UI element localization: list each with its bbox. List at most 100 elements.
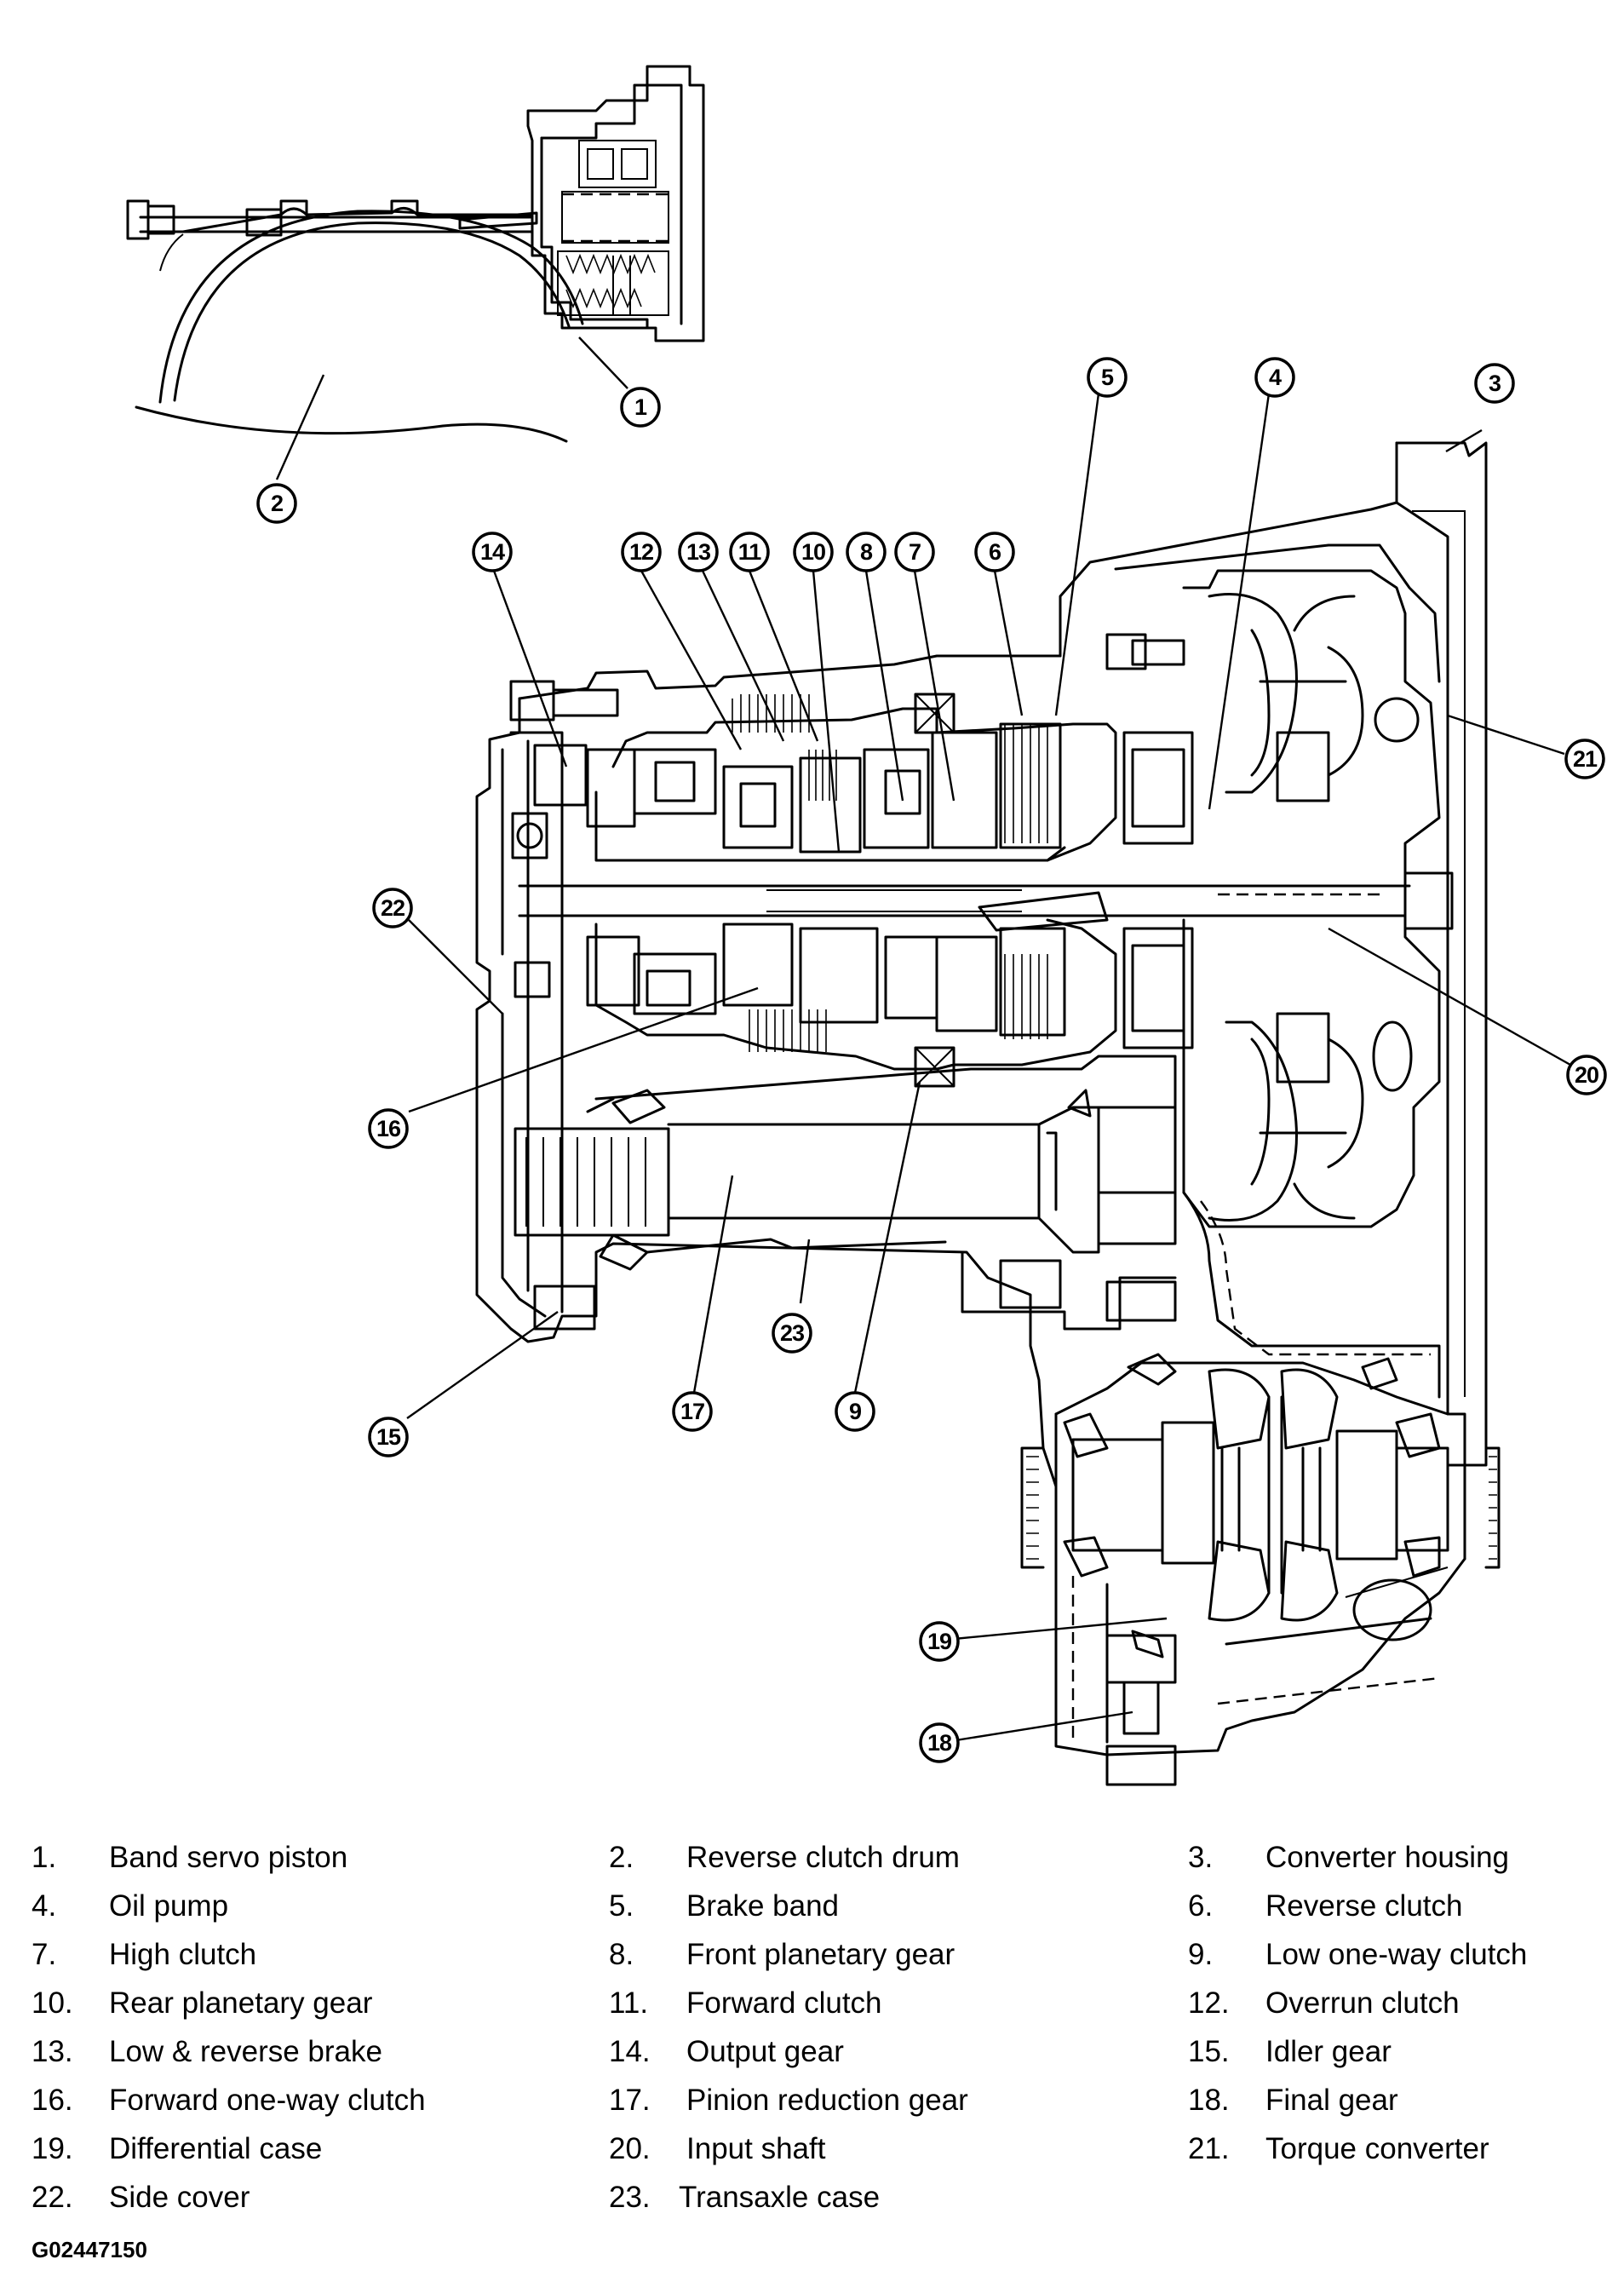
callout-label: 20 [1575,1062,1598,1088]
callout-label: 17 [680,1399,704,1424]
callout-14: 14 [472,532,513,572]
legend-number: 10. [32,1986,73,2020]
differential-section [1020,1353,1501,1786]
legend-label: Reverse clutch drum [686,1841,960,1874]
legend-label: Oil pump [109,1889,229,1923]
figure-code: G02447150 [32,2237,147,2262]
callout-8: 8 [846,532,887,572]
callout-4: 4 [1254,357,1295,398]
callout-13: 13 [678,532,719,572]
legend-number: 11. [609,1986,649,2020]
legend-number: 2. [609,1841,634,1874]
callout-22: 22 [372,888,413,928]
legend-label: Transaxle case [679,2181,881,2214]
legend-label: Low & reverse brake [109,2035,382,2068]
callout-7: 7 [894,532,935,572]
legend-label: Forward clutch [686,1986,882,2020]
callout-21: 21 [1564,739,1605,779]
legend-label: Pinion reduction gear [686,2084,968,2117]
legend-number: 19. [32,2132,73,2165]
legend-label: Idler gear [1265,2035,1392,2068]
callout-label: 10 [801,539,825,565]
callout-label: 6 [989,539,1001,565]
legend-number: 18. [1188,2084,1230,2117]
legend-label: Side cover [109,2181,250,2214]
callout-9: 9 [835,1391,875,1432]
legend-number: 22. [32,2181,73,2214]
callout-label: 13 [686,539,711,565]
callout-20: 20 [1566,1055,1607,1095]
legend-number: 4. [32,1889,57,1923]
band-servo-inset [126,65,705,443]
callout-label: 1 [634,394,647,420]
legend-label: Final gear [1265,2084,1398,2117]
callout-label: 21 [1573,746,1598,772]
legend-number: 1. [32,1841,57,1874]
legend-number: 14. [609,2035,651,2068]
legend-number: 8. [609,1938,634,1971]
callout-12: 12 [621,532,662,572]
legend-number: 9. [1188,1938,1214,1971]
callout-label: 7 [909,539,921,565]
callout-label: 15 [376,1424,401,1450]
callout-17: 17 [672,1391,713,1432]
legend-label: Band servo piston [109,1841,348,1874]
legend-label: Forward one-way clutch [109,2084,426,2117]
callout-label: 8 [860,539,873,565]
parts-legend: 1. Band servo piston 4. Oil pump 7. High… [0,1823,1624,2232]
callout-16: 16 [368,1108,409,1149]
callout-19: 19 [919,1621,960,1662]
callout-label: 11 [738,539,762,565]
legend-number: 16. [32,2084,73,2117]
callout-label: 12 [629,539,653,565]
callout-23: 23 [772,1313,812,1354]
callout-label: 18 [927,1730,952,1756]
legend-label: Reverse clutch [1265,1889,1463,1923]
legend-label: Brake band [686,1889,840,1923]
legend-label: Differential case [109,2132,323,2165]
legend-label: Front planetary gear [686,1938,955,1971]
legend-number: 12. [1188,1986,1230,2020]
callout-label: 14 [480,539,505,565]
legend-number: 15. [1188,2035,1230,2068]
transaxle-housing-outline [475,441,1488,1488]
callout-15: 15 [368,1417,409,1457]
legend-label: Torque converter [1265,2132,1489,2165]
leader-lines [275,336,1571,1744]
callout-label: 9 [849,1399,862,1424]
callout-label: 2 [271,491,283,516]
legend-number: 13. [32,2035,73,2068]
legend-label: Low one-way clutch [1265,1938,1528,1971]
callout-18: 18 [919,1722,960,1763]
legend-label: Output gear [686,2035,844,2068]
legend-number: 6. [1188,1889,1214,1923]
legend-number: 5. [609,1889,634,1923]
callout-label: 4 [1269,365,1282,390]
legend-number: 3. [1188,1841,1214,1874]
callout-6: 6 [974,532,1015,572]
callout-label: 23 [780,1320,805,1346]
callout-label: 3 [1489,371,1501,396]
callout-label: 16 [376,1116,401,1141]
clutch-and-planetary-section [509,633,1185,1088]
legend-number: 17. [609,2084,651,2117]
legend-label: Input shaft [686,2132,826,2165]
callout-11: 11 [729,532,770,572]
torque-converter-section [1122,569,1441,1228]
legend-number: 21. [1188,2132,1230,2165]
callout-10: 10 [793,532,834,572]
legend-label: Rear planetary gear [109,1986,373,2020]
legend-number: 7. [32,1938,57,1971]
legend-label: Overrun clutch [1265,1986,1460,2020]
callout-label: 19 [927,1629,952,1654]
callout-2: 2 [256,483,297,524]
legend-label: High clutch [109,1938,257,1971]
legend-label: Converter housing [1265,1841,1509,1874]
transaxle-cross-section-diagram: 1 2 3 4 5 6 7 8 9 10 11 12 [126,65,1607,1786]
callout-5: 5 [1087,357,1128,398]
callout-3: 3 [1474,363,1515,404]
legend-number: 20. [609,2132,651,2165]
callout-label: 22 [381,895,405,921]
callout-label: 5 [1101,365,1114,390]
callout-1: 1 [620,387,661,428]
